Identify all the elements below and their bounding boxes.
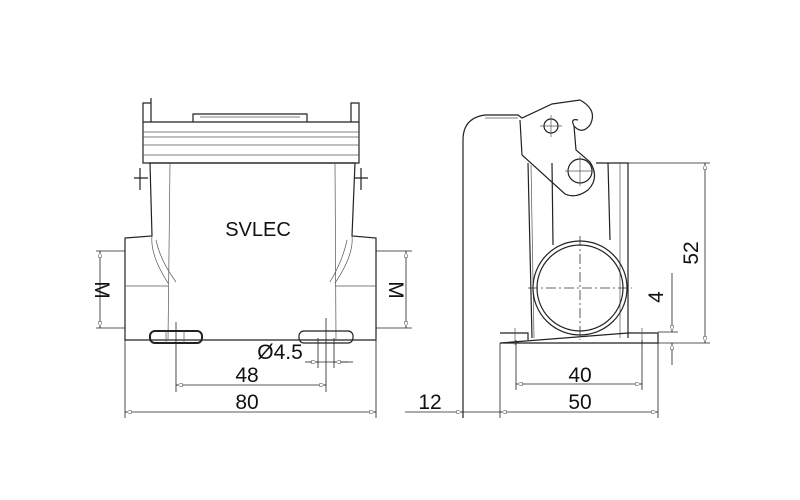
- side-body: [527, 162, 629, 339]
- dim-base-hole-spacing: 40: [568, 364, 591, 387]
- dim-base-thickness: 4: [645, 291, 668, 303]
- dim-latch-offset: 12: [418, 391, 441, 414]
- hinge-pin-right: [354, 168, 368, 190]
- hinge-pin-left: [134, 168, 148, 190]
- latch-bar: [142, 98, 360, 164]
- dim-hole-diameter: Ø4.5: [257, 341, 303, 364]
- dim-base-depth: 50: [568, 391, 591, 414]
- dim-m-left: M: [90, 281, 113, 299]
- dim-hole-spacing: 48: [235, 364, 258, 387]
- brand-label: SVLEC: [225, 219, 291, 241]
- latch-lever-outline: [462, 99, 596, 418]
- front-view: SVLEC M M Ø4.5 48 80: [90, 98, 412, 418]
- dim-overall-width: 80: [235, 391, 258, 414]
- dim-height: 52: [680, 241, 703, 264]
- side-view: 52 4 40 50 12: [405, 99, 710, 418]
- dim-m-right: M: [384, 281, 407, 299]
- housing-body: [124, 162, 377, 341]
